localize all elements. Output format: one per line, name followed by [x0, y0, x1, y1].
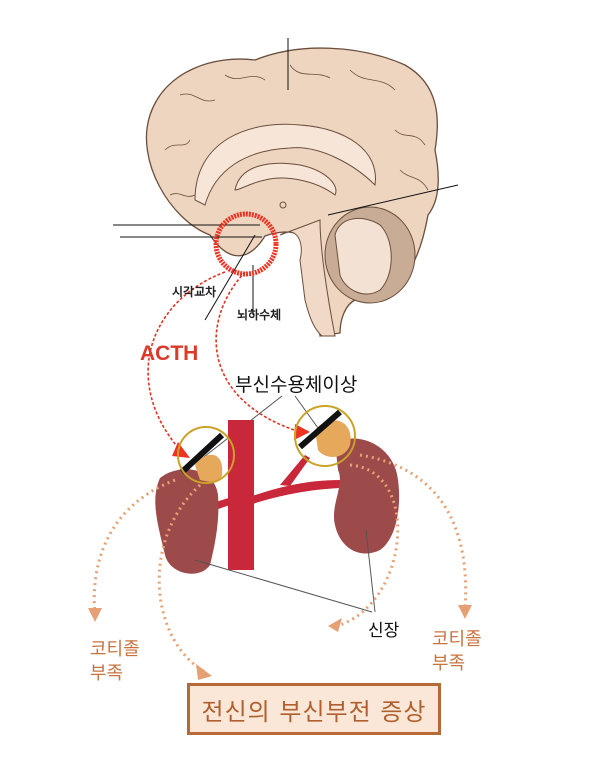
acth-arrows: [147, 271, 301, 451]
cortisol-right-line2: 부족: [432, 653, 466, 674]
label-cortisol-deficiency-left: 코티졸 부족: [90, 638, 140, 686]
cortisol-right-line1: 코티졸: [432, 629, 482, 650]
cortisol-arrows: [92, 453, 468, 674]
label-acth: ACTH: [140, 342, 199, 365]
cortisol-left-line1: 코티졸: [90, 639, 140, 660]
systemic-symptoms-box: 전신의 부신부전 증상: [187, 683, 441, 735]
label-kidney: 신장: [368, 621, 400, 641]
brain-illustration: [113, 38, 459, 337]
cortisol-left-line2: 부족: [90, 663, 124, 684]
label-optic-chiasm: 시각교차: [172, 285, 217, 299]
label-adrenal-receptor-abnormality: 부신수용체이상: [235, 374, 358, 396]
label-cortisol-deficiency-right: 코티졸 부족: [432, 628, 482, 676]
label-pituitary: 뇌하수체: [237, 308, 282, 322]
kidneys: [155, 438, 400, 574]
